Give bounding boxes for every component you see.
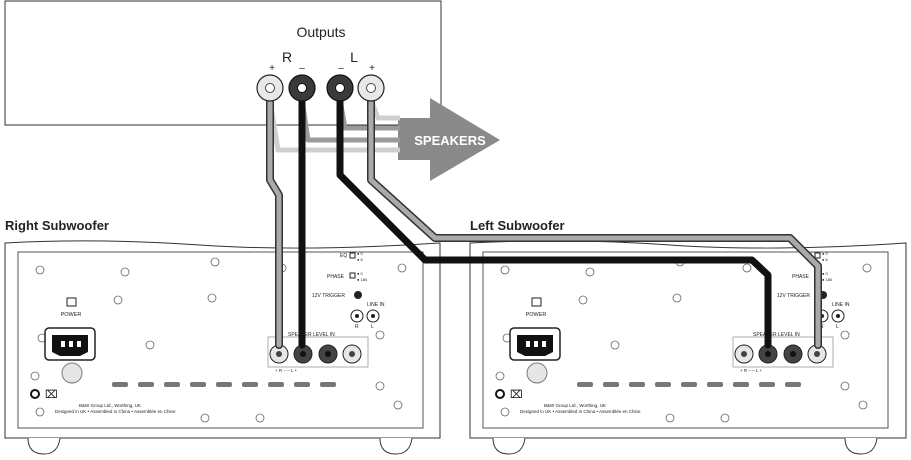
speakers-arrow: SPEAKERS: [398, 98, 500, 181]
svg-text:Designed in UK • Assembled in: Designed in UK • Assembled in China • As…: [520, 409, 641, 414]
outputs-label: Outputs: [296, 24, 345, 40]
trigger-label: 12V TRIGGER: [312, 293, 345, 299]
svg-text:● 180: ● 180: [822, 277, 833, 282]
minus-l-label: –: [338, 63, 344, 74]
right-subwoofer-title: Right Subwoofer: [5, 218, 109, 233]
svg-text:L: L: [371, 324, 374, 330]
right-subwoofer-panel: POWER ⌧ B&W Group Ltd., Worthing, UK Des…: [30, 251, 407, 423]
amplifier-terminals: [256, 74, 385, 102]
speaker-level-in-label: SPEAKER LEVEL IN: [288, 332, 335, 338]
plus-r-label: +: [269, 63, 275, 74]
svg-text:PHASE: PHASE: [792, 274, 810, 280]
eq-label: EQ: [340, 253, 347, 259]
svg-text:⌧: ⌧: [510, 389, 523, 401]
svg-text:POWER: POWER: [526, 312, 547, 318]
svg-text:● 6: ● 6: [357, 257, 364, 262]
svg-text:● 0: ● 0: [357, 251, 364, 256]
svg-text:12V TRIGGER: 12V TRIGGER: [777, 293, 810, 299]
svg-text:L: L: [836, 324, 839, 330]
minus-r-label: –: [299, 63, 305, 74]
svg-text:+ R – – L +: + R – – L +: [740, 368, 762, 373]
power-label: POWER: [61, 312, 82, 318]
svg-text:● 180: ● 180: [357, 277, 368, 282]
speakers-label: SPEAKERS: [414, 133, 486, 148]
plus-l-label: +: [369, 63, 375, 74]
footer-line1: B&W Group Ltd., Worthing, UK: [79, 403, 141, 408]
phase-label: PHASE: [327, 274, 345, 280]
footer-line2: Designed in UK • Assembled in China • As…: [55, 409, 176, 414]
svg-text:⌧: ⌧: [45, 389, 58, 401]
svg-text:R: R: [355, 324, 359, 330]
left-subwoofer-title: Left Subwoofer: [470, 218, 565, 233]
line-in-label: LINE IN: [367, 302, 385, 308]
svg-text:SPEAKER LEVEL IN: SPEAKER LEVEL IN: [753, 332, 800, 338]
svg-text:● 0: ● 0: [822, 251, 829, 256]
channel-l-label: L: [350, 49, 358, 65]
svg-text:● 0: ● 0: [357, 271, 364, 276]
svg-text:+ R – – L +: + R – – L +: [275, 368, 297, 373]
svg-text:B&W Group Ltd., Worthing, UK: B&W Group Ltd., Worthing, UK: [544, 403, 606, 408]
svg-text:● 6: ● 6: [822, 257, 829, 262]
svg-text:LINE IN: LINE IN: [832, 302, 850, 308]
channel-r-label: R: [282, 49, 292, 65]
svg-text:● 0: ● 0: [822, 271, 829, 276]
left-subwoofer-panel: POWER ⌧ B&W Group Ltd., Worthing, UK Des…: [495, 251, 872, 423]
subwoofer-cables: [266, 96, 822, 349]
